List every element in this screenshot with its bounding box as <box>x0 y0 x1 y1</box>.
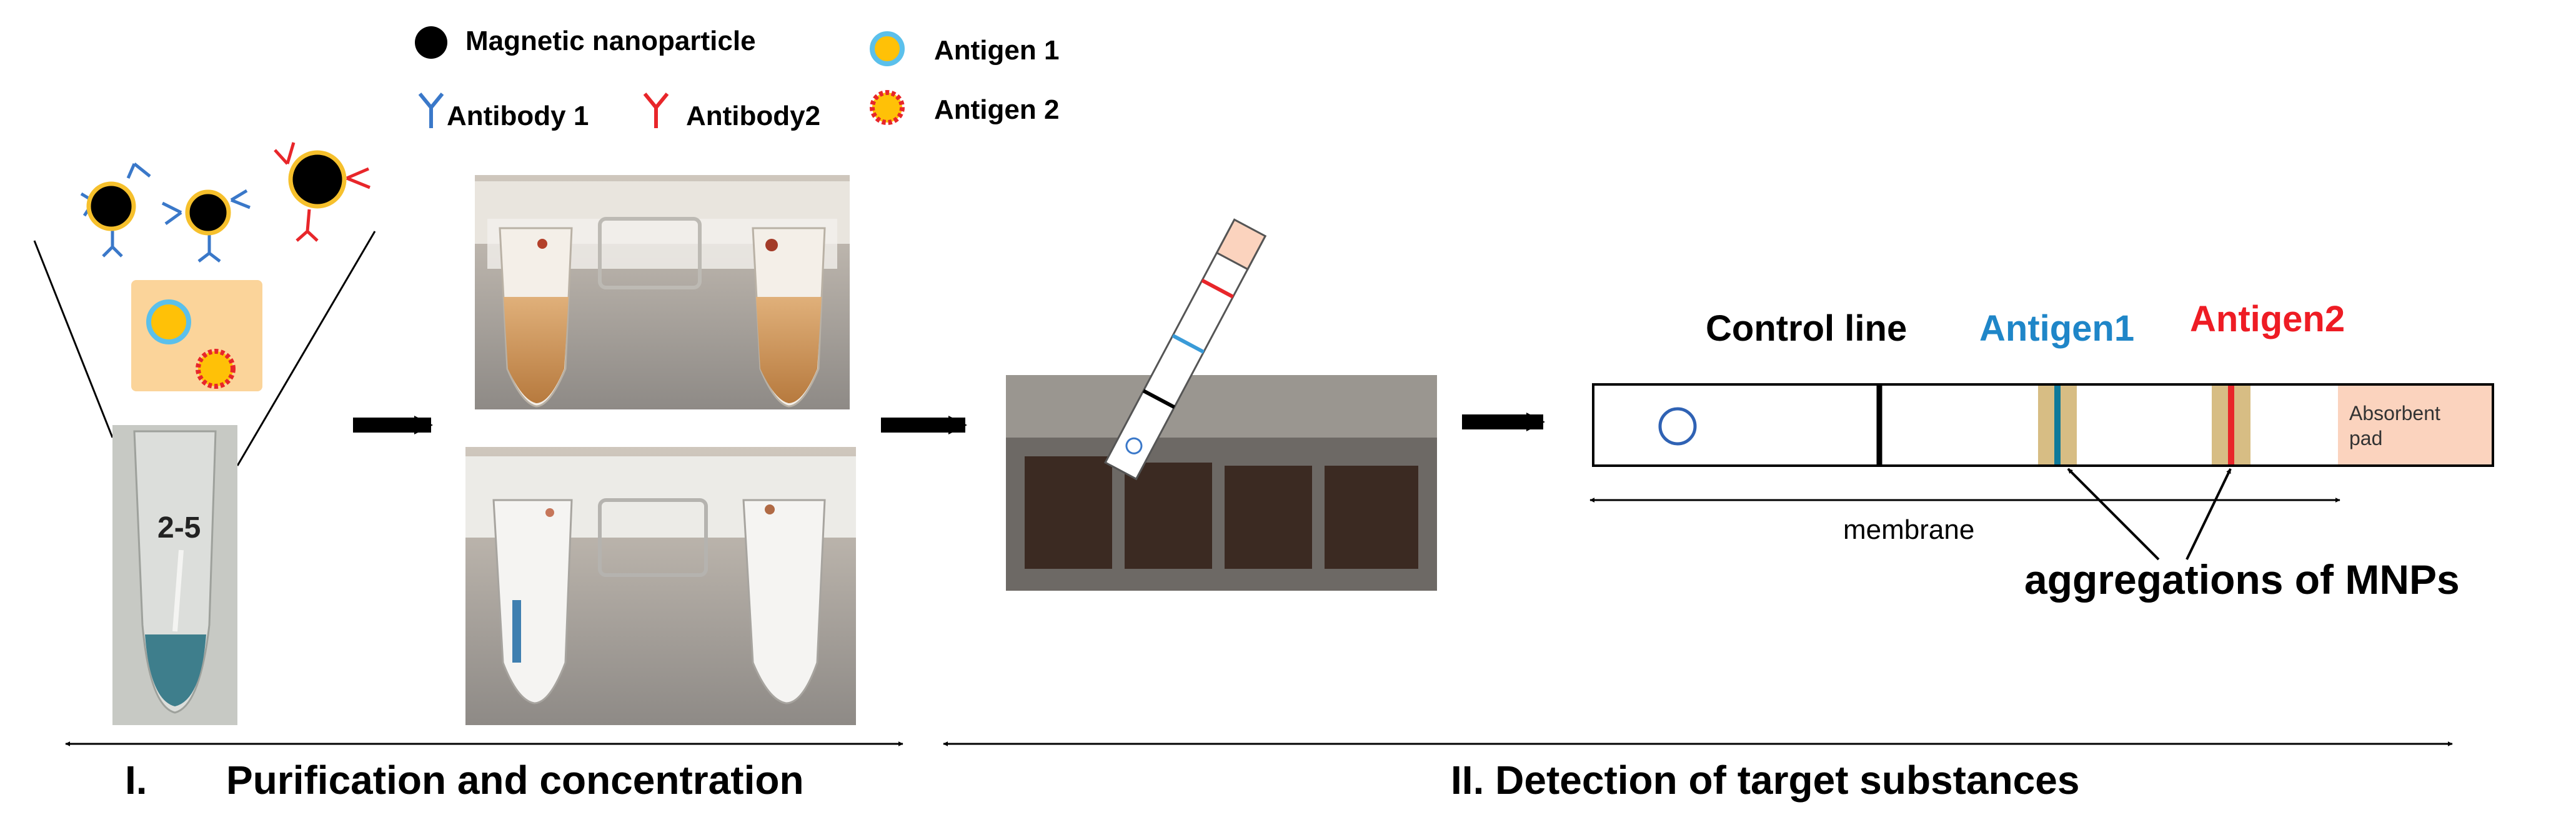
antigen2-strip-label: Antigen2 <box>2190 299 2345 339</box>
strip-schematic: Absorbent pad <box>1592 383 2494 467</box>
antigen2-in-sample <box>196 349 236 389</box>
legend-antibody2-icon <box>643 93 669 128</box>
stage1-title: Purification and concentration <box>226 758 804 803</box>
strip-test-photo <box>1006 375 1437 591</box>
antigen1-strip-label: Antigen1 <box>1979 308 2134 349</box>
legend-antibody1-label: Antibody 1 <box>447 101 589 131</box>
absorbent-pad-label-1: Absorbent <box>2349 402 2440 424</box>
absorbent-pad <box>2338 386 2492 464</box>
antigen1-in-sample <box>146 299 191 344</box>
aggregations-label: aggregations of MNPs <box>2024 556 2460 603</box>
nanoparticle-with-antibody1-a <box>80 163 151 258</box>
sample-tube-label: 2-5 <box>157 511 201 544</box>
legend-nanoparticle-icon <box>415 26 447 59</box>
sample-tube-photo: 2-5 <box>112 425 237 725</box>
zoom-line-left <box>33 240 114 438</box>
pointer-to-antigen2 <box>2186 468 2232 560</box>
magnetic-rack-photo-before <box>475 175 850 409</box>
legend-antibody1-icon <box>418 93 444 128</box>
nanoparticle-with-antibody1-b <box>161 189 251 263</box>
legend: Magnetic nanoparticle Antibody 1 Antibod… <box>415 26 1059 131</box>
legend-antigen1-label: Antigen 1 <box>934 35 1059 66</box>
nanoparticle-with-antibody2 <box>274 142 370 242</box>
antigen-sample-box <box>131 280 262 391</box>
legend-nanoparticle-label: Magnetic nanoparticle <box>465 26 756 56</box>
lateral-flow-strip-tilted <box>1104 218 1267 481</box>
stage2-title: II. Detection of target substances <box>1451 758 2079 803</box>
legend-antigen2-icon <box>870 90 905 125</box>
zoom-line-right <box>236 231 376 466</box>
legend-antigen2-label: Antigen 2 <box>934 94 1059 125</box>
magnetic-rack-photo-after <box>465 447 856 725</box>
absorbent-pad-label-2: pad <box>2349 427 2382 449</box>
sample-pad-circle <box>1658 407 1697 446</box>
control-line-label: Control line <box>1706 308 1907 349</box>
legend-antibody2-label: Antibody2 <box>686 101 820 131</box>
legend-antigen1-icon <box>870 31 905 66</box>
pointer-to-antigen1 <box>2067 468 2160 561</box>
stage1-number: I. <box>125 758 147 803</box>
membrane-label: membrane <box>1843 514 1974 545</box>
